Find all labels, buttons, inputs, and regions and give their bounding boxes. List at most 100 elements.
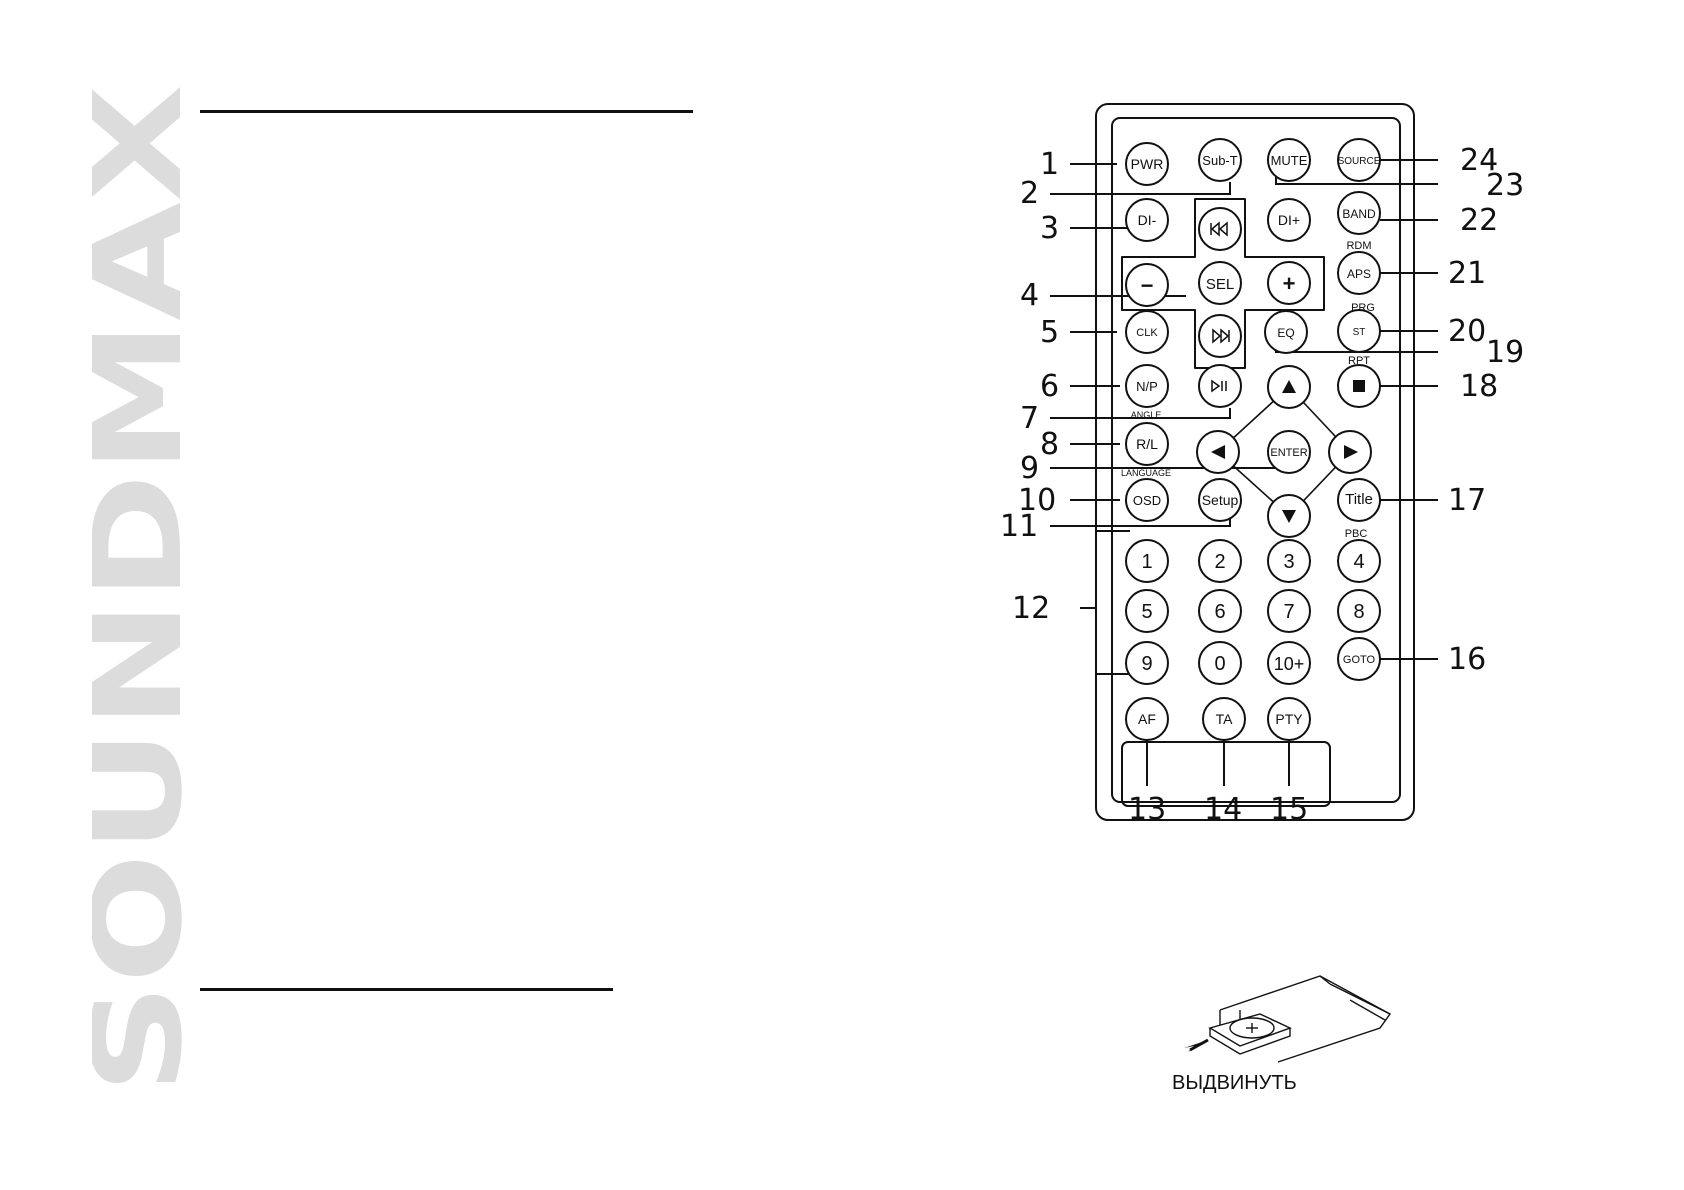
aps-button[interactable]: APS xyxy=(1337,251,1381,295)
svg-text:ST: ST xyxy=(1353,327,1366,338)
brand-text: SOUNDMAX xyxy=(92,84,192,1094)
svg-text:OSD: OSD xyxy=(1133,493,1161,508)
setup-button[interactable]: Setup xyxy=(1198,478,1242,522)
next-track-button[interactable] xyxy=(1198,314,1242,358)
up-arrow-icon xyxy=(1282,380,1296,393)
svg-text:APS: APS xyxy=(1347,267,1371,281)
remote-control-diagram: 1 2 3 4 5 6 7 8 9 10 11 12 13 14 15 16 1… xyxy=(1000,103,1524,827)
svg-text:0: 0 xyxy=(1214,653,1225,675)
play-pause-button[interactable] xyxy=(1198,364,1242,408)
svg-text:7: 7 xyxy=(1283,601,1294,623)
digit-2-button[interactable]: 2 xyxy=(1198,539,1242,583)
callout-20: 20 xyxy=(1448,314,1486,349)
mute-button[interactable]: MUTE xyxy=(1267,138,1311,182)
svg-text:N/P: N/P xyxy=(1136,379,1158,394)
di-plus-button[interactable]: DI+ xyxy=(1267,198,1311,242)
callout-12: 12 xyxy=(1012,591,1050,626)
svg-text:DI-: DI- xyxy=(1138,212,1157,228)
previous-track-icon xyxy=(1210,221,1228,237)
callout-9: 9 xyxy=(1020,451,1039,486)
digit-5-button[interactable]: 5 xyxy=(1125,589,1169,633)
language-label: LANGUAGE xyxy=(1121,468,1171,478)
st-button[interactable]: ST xyxy=(1337,309,1381,353)
top-rule xyxy=(200,110,693,113)
navigation-cross-outline xyxy=(1121,198,1325,369)
callout-3: 3 xyxy=(1040,211,1059,246)
subtitle-button[interactable]: Sub-T xyxy=(1198,138,1242,182)
svg-text:8: 8 xyxy=(1353,601,1364,623)
volume-minus-button[interactable]: − xyxy=(1125,263,1169,307)
callout-22: 22 xyxy=(1460,203,1498,238)
svg-text:PTY: PTY xyxy=(1275,711,1303,727)
remote-body-inner xyxy=(1111,117,1401,803)
rpt-label: RPT xyxy=(1348,355,1370,367)
callout-16: 16 xyxy=(1448,642,1486,677)
title-button[interactable]: Title xyxy=(1337,478,1381,522)
play-pause-icon xyxy=(1211,379,1227,393)
ten-plus-button[interactable]: 10+ xyxy=(1267,641,1311,685)
digit-8-button[interactable]: 8 xyxy=(1337,589,1381,633)
brand-watermark: SOUNDMAX xyxy=(92,84,192,1094)
pbc-label: PBC xyxy=(1345,528,1368,540)
angle-label: ANGLE xyxy=(1131,410,1162,420)
digit-3-button[interactable]: 3 xyxy=(1267,539,1311,583)
digit-0-button[interactable]: 0 xyxy=(1198,641,1242,685)
di-minus-button[interactable]: DI- xyxy=(1125,198,1169,242)
svg-text:AF: AF xyxy=(1138,711,1156,727)
band-button[interactable]: BAND xyxy=(1337,191,1381,235)
enter-button[interactable]: ENTER xyxy=(1267,430,1311,474)
digit-4-button[interactable]: 4 xyxy=(1337,539,1381,583)
next-track-icon xyxy=(1212,328,1230,344)
volume-plus-button[interactable]: + xyxy=(1267,261,1311,305)
callout-21: 21 xyxy=(1448,256,1486,291)
callout-11: 11 xyxy=(1000,509,1038,544)
svg-text:R/L: R/L xyxy=(1136,436,1158,452)
rdm-label: RDM xyxy=(1346,240,1371,252)
svg-text:3: 3 xyxy=(1283,551,1294,573)
right-arrow-button[interactable] xyxy=(1328,430,1372,474)
rl-button[interactable]: R/L xyxy=(1125,422,1169,466)
eq-button[interactable]: EQ xyxy=(1264,310,1308,354)
ta-button[interactable]: TA xyxy=(1202,697,1246,741)
callout-13: 13 xyxy=(1128,792,1166,827)
callout-6: 6 xyxy=(1040,369,1059,404)
svg-text:+: + xyxy=(1283,271,1296,296)
pty-button[interactable]: PTY xyxy=(1267,697,1311,741)
svg-text:MUTE: MUTE xyxy=(1271,153,1308,168)
callout-24: 24 xyxy=(1460,143,1498,178)
source-button[interactable]: SOURCE xyxy=(1337,138,1381,182)
callout-2: 2 xyxy=(1020,176,1039,211)
svg-text:10+: 10+ xyxy=(1274,654,1305,674)
left-arrow-button[interactable] xyxy=(1196,430,1240,474)
digit-7-button[interactable]: 7 xyxy=(1267,589,1311,633)
left-arrow-icon xyxy=(1211,445,1225,459)
digit-9-button[interactable]: 9 xyxy=(1125,641,1169,685)
af-button[interactable]: AF xyxy=(1125,697,1169,741)
np-button[interactable]: N/P xyxy=(1125,364,1169,408)
callout-4: 4 xyxy=(1020,278,1039,313)
goto-button[interactable]: GOTO xyxy=(1337,637,1381,681)
svg-text:DI+: DI+ xyxy=(1278,212,1300,228)
osd-button[interactable]: OSD xyxy=(1125,478,1169,522)
svg-text:Title: Title xyxy=(1345,491,1373,508)
rds-group-outline xyxy=(1121,741,1331,807)
battery-caption: ВЫДВИНУТЬ xyxy=(1172,1072,1297,1094)
previous-track-button[interactable] xyxy=(1198,207,1242,251)
sel-button[interactable]: SEL xyxy=(1198,261,1242,305)
digit-6-button[interactable]: 6 xyxy=(1198,589,1242,633)
callout-14: 14 xyxy=(1204,792,1242,827)
clk-button[interactable]: CLK xyxy=(1125,310,1169,354)
digit-1-button[interactable]: 1 xyxy=(1125,539,1169,583)
svg-text:Sub-T: Sub-T xyxy=(1202,153,1237,168)
svg-text:BAND: BAND xyxy=(1342,207,1376,221)
battery-tray-illustration xyxy=(1184,975,1392,1063)
up-arrow-button[interactable] xyxy=(1267,365,1311,409)
callout-23: 23 xyxy=(1486,168,1524,203)
pwr-button[interactable]: PWR xyxy=(1125,142,1169,186)
svg-text:−: − xyxy=(1141,273,1154,298)
down-arrow-button[interactable] xyxy=(1267,494,1311,538)
svg-text:SOURCE: SOURCE xyxy=(1338,156,1381,167)
svg-text:5: 5 xyxy=(1141,601,1152,623)
svg-text:Setup: Setup xyxy=(1202,492,1239,508)
stop-button[interactable] xyxy=(1337,364,1381,408)
